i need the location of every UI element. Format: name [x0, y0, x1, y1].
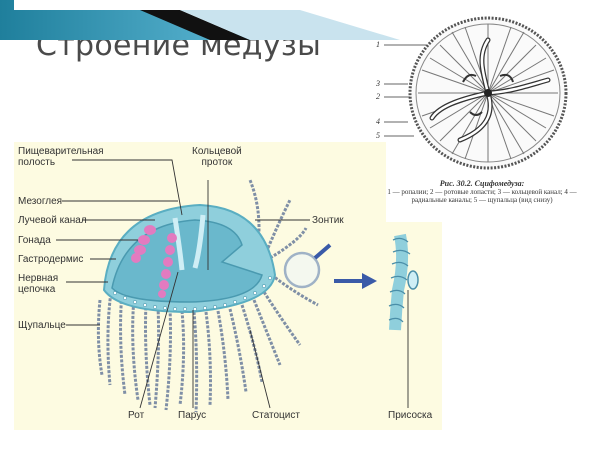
caption-body: 1 — ропалии; 2 — ротовые лопасти; 3 — ко… [387, 188, 577, 204]
scypho-label-5: 5 [376, 131, 380, 140]
scypho-label-3: 3 [376, 79, 380, 88]
label-ring-canal-line2: проток [201, 157, 233, 168]
footer-decoration [0, 0, 400, 40]
caption-title: Рис. 30.2. Сцифомедуза: [439, 179, 525, 188]
scypho-label-2: 2 [376, 92, 380, 101]
scyphomedusa-drawing [384, 16, 568, 170]
label-gonad: Гонада [18, 235, 51, 246]
label-velum: Парус [178, 410, 207, 421]
label-statocyst: Статоцист [252, 410, 300, 421]
label-sucker: Присоска [388, 410, 433, 421]
label-ring-canal-line1: Кольцевой [192, 146, 242, 157]
label-gastrodermis: Гастродермис [18, 254, 84, 265]
label-digestive-cavity-line2: полость [18, 157, 56, 168]
label-nerve-chain: Нервная цепочка [18, 273, 58, 295]
label-nerve-chain-line1: Нервная [18, 273, 59, 284]
label-tentacle: Щупальце [18, 320, 66, 331]
scyphomedusa-caption: Рис. 30.2. Сцифомедуза: 1 — ропалии; 2 —… [372, 179, 592, 205]
label-nerve-chain-line2: цепочка [18, 284, 56, 295]
scypho-label-1: 1 [376, 40, 380, 49]
label-ring-canal: Кольцевой проток [192, 146, 242, 168]
label-radial-canal: Лучевой канал [18, 215, 87, 226]
label-digestive-cavity-line1: Пищеварительная [18, 146, 104, 157]
label-mouth: Рот [128, 410, 145, 421]
scypho-label-4: 4 [376, 117, 380, 126]
label-digestive-cavity: Пищеварительная полость [18, 146, 104, 168]
scyphomedusa-illustration: 1 3 2 4 5 [370, 0, 600, 180]
label-mesoglea: Мезоглея [18, 196, 63, 207]
label-umbrella: Зонтик [312, 215, 344, 226]
